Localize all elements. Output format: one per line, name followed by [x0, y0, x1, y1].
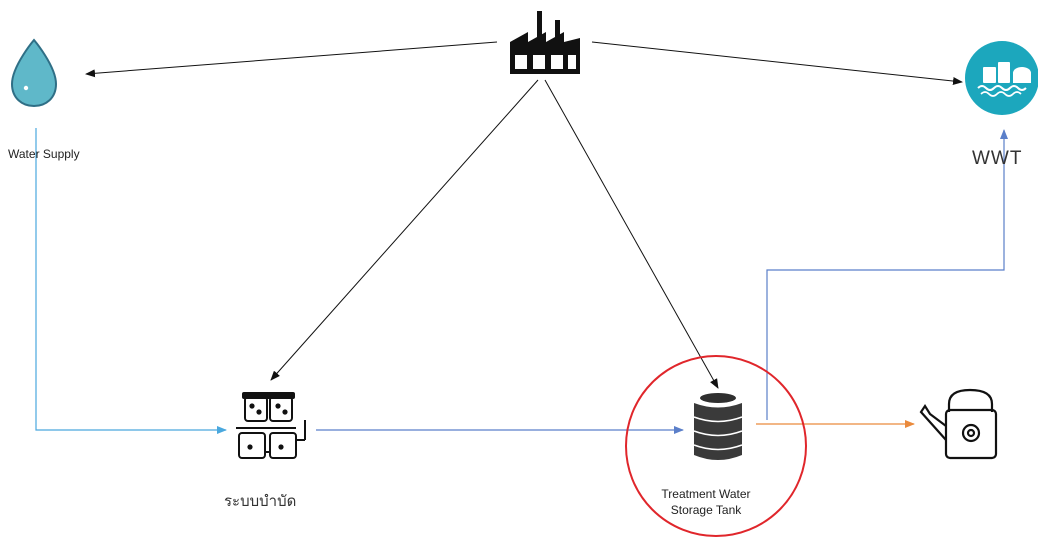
storage-tank-highlight-circle — [625, 355, 807, 537]
treatment-units-icon — [236, 392, 306, 459]
treatment-system-label: ระบบบำบัด — [224, 493, 297, 510]
water-drop-icon — [10, 38, 58, 108]
storage-tank-label-line1: Treatment Water — [661, 487, 751, 501]
arrow-factory-to-wwt — [591, 41, 963, 86]
water-supply-label: Water Supply — [8, 147, 80, 161]
wastewater-treatment-icon — [965, 41, 1038, 115]
arrow-tank-to-wwt — [766, 129, 1008, 420]
arrow-factory-to-treatment — [270, 79, 539, 381]
storage-tank-label: Treatment Water Storage Tank — [646, 486, 766, 518]
storage-tank-icon — [693, 393, 743, 460]
storage-tank-label-line2: Storage Tank — [670, 503, 742, 517]
factory-icon — [510, 11, 580, 74]
arrow-factory-to-tank — [544, 79, 719, 389]
arrow-supply-to-treatment — [35, 128, 227, 434]
watering-can-icon — [919, 388, 998, 460]
wwt-label: WWT — [972, 148, 1023, 169]
arrow-factory-to-water-supply — [85, 41, 498, 78]
